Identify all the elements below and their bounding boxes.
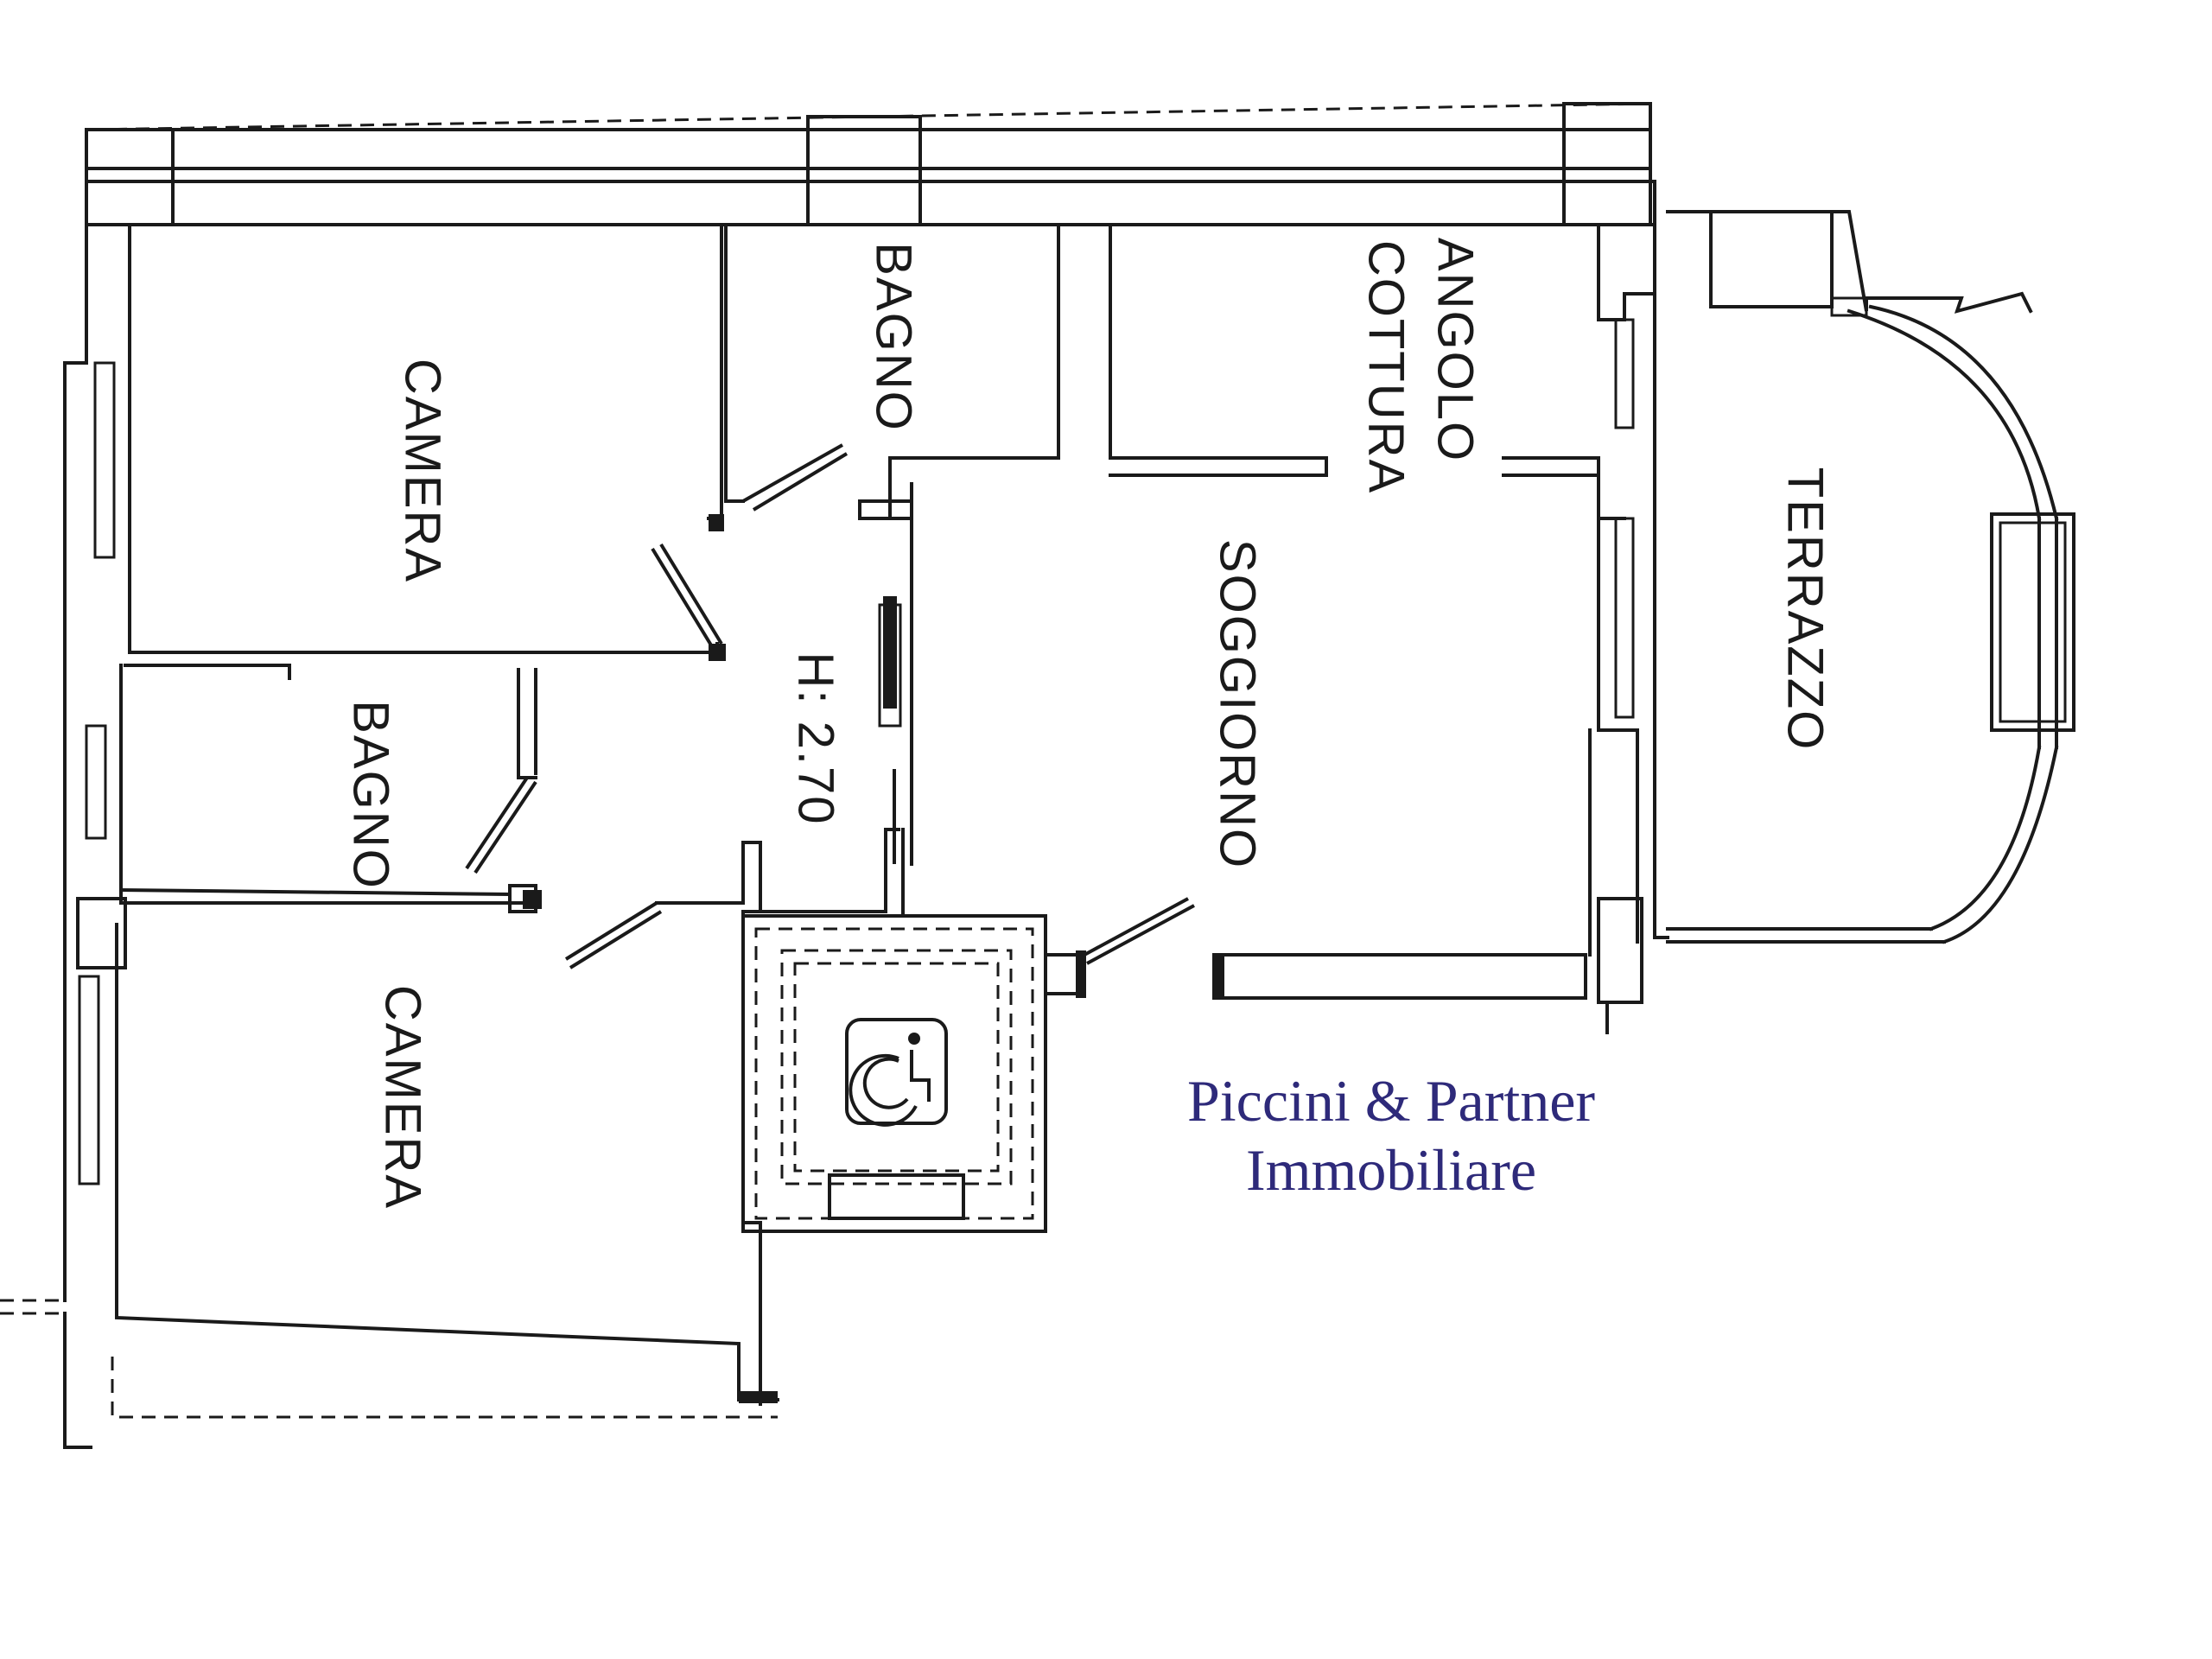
camera-bottom-walls <box>115 828 905 1406</box>
left-wall <box>63 128 131 1449</box>
brand-subtitle: Immobiliare <box>1245 1137 1537 1203</box>
room-label-angolo: ANGOLO <box>1427 238 1484 462</box>
room-label-terrazzo: TERRAZZO <box>1777 467 1834 752</box>
room-label-bagno-mid: BAGNO <box>343 700 399 890</box>
bagno-mid-walls <box>118 664 542 913</box>
wheelchair-accessibility-icon <box>845 1018 948 1127</box>
brand-name: Piccini & Partner <box>1186 1068 1596 1134</box>
soggiorno-bottom-wall <box>1212 953 1587 1000</box>
door-swings <box>465 443 1195 969</box>
room-label-camera-top: CAMERA <box>395 359 451 583</box>
elevator-core <box>741 914 1086 1233</box>
terrace-partition <box>1588 318 1643 1034</box>
room-label-bagno-top: BAGNO <box>866 242 922 432</box>
bagno-top-walls <box>724 223 1060 866</box>
ceiling-height-label: H: 2.70 <box>788 652 844 826</box>
top-wall <box>85 102 1656 226</box>
terrazzo-outline <box>1653 210 2075 944</box>
room-label-soggiorno: SOGGIORNO <box>1210 539 1266 869</box>
room-label-cottura: COTTURA <box>1358 240 1414 494</box>
room-label-camera-bottom: CAMERA <box>375 985 431 1210</box>
